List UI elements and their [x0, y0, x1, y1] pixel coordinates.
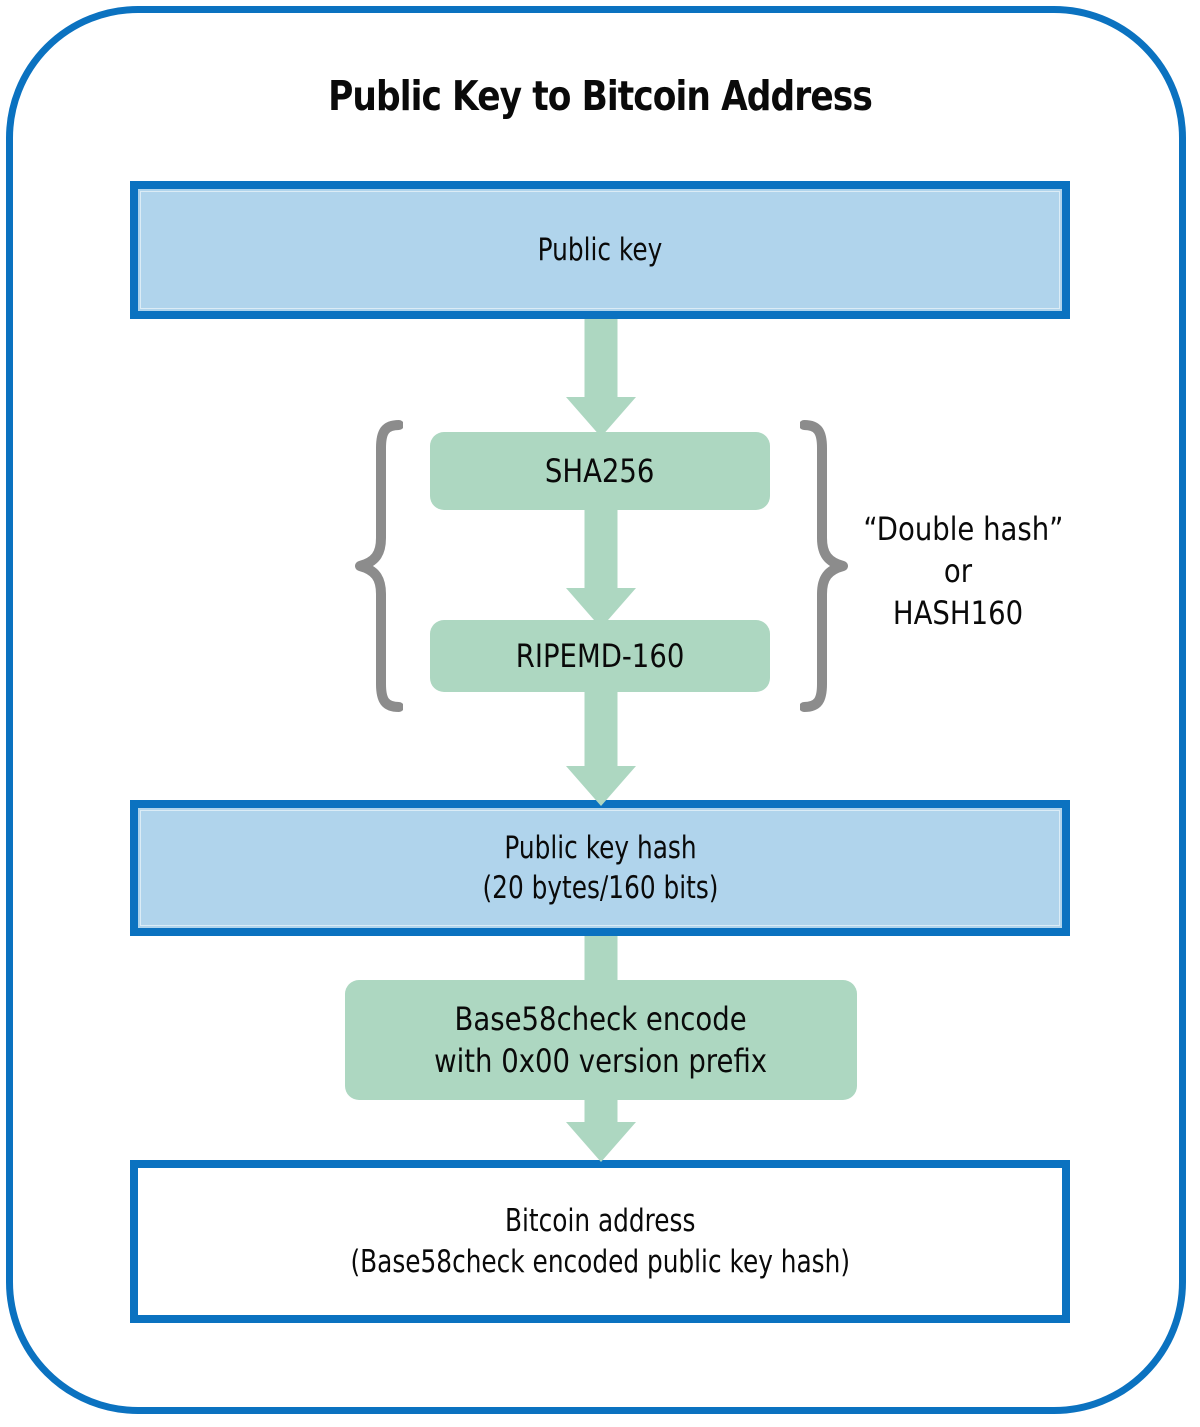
- arrow-down-icon: [566, 319, 636, 437]
- node-public-key-label: Public key: [537, 231, 663, 268]
- node-ripemd160-label: RIPEMD-160: [515, 636, 685, 675]
- node-ripemd160: RIPEMD-160: [430, 620, 770, 692]
- node-public-key-hash-line-1: Public key hash: [503, 829, 697, 866]
- node-bitcoin-address-label: Bitcoin address (Base58check encoded pub…: [350, 1201, 850, 1282]
- node-base58check-line-2: with 0x00 version prefix: [434, 1042, 768, 1080]
- annotation-line-3: HASH160: [892, 594, 1024, 633]
- node-public-key-hash-line-2: (20 bytes/160 bits): [482, 870, 718, 906]
- outer-frame: [6, 6, 1186, 1414]
- node-bitcoin-address: Bitcoin address (Base58check encoded pub…: [130, 1160, 1070, 1323]
- node-base58check-line-1: Base58check encode: [454, 999, 748, 1038]
- node-bitcoin-address-line-1: Bitcoin address: [504, 1203, 696, 1240]
- annotation-line-1: “Double hash”: [863, 510, 1064, 548]
- node-sha256: SHA256: [430, 432, 770, 510]
- node-public-key-hash: Public key hash (20 bytes/160 bits): [130, 800, 1070, 936]
- annotation-line-2: or: [943, 552, 973, 591]
- node-base58check: Base58check encode with 0x00 version pre…: [345, 980, 857, 1100]
- node-public-key: Public key: [130, 181, 1070, 319]
- arrow-down-icon: [566, 684, 636, 806]
- node-sha256-label: SHA256: [545, 451, 655, 490]
- arrow-down-icon: [566, 500, 636, 628]
- node-base58check-label: Base58check encode with 0x00 version pre…: [435, 998, 768, 1082]
- curly-brace-left-icon: [355, 420, 403, 712]
- arrow-down-icon: [566, 1090, 636, 1162]
- curly-brace-right-icon: [800, 420, 848, 712]
- node-bitcoin-address-line-2: (Base58check encoded public key hash): [350, 1243, 850, 1280]
- page-title: Public Key to Bitcoin Address: [328, 72, 873, 120]
- node-public-key-hash-label: Public key hash (20 bytes/160 bits): [482, 828, 718, 909]
- double-hash-annotation: “Double hash” or HASH160: [863, 508, 1064, 635]
